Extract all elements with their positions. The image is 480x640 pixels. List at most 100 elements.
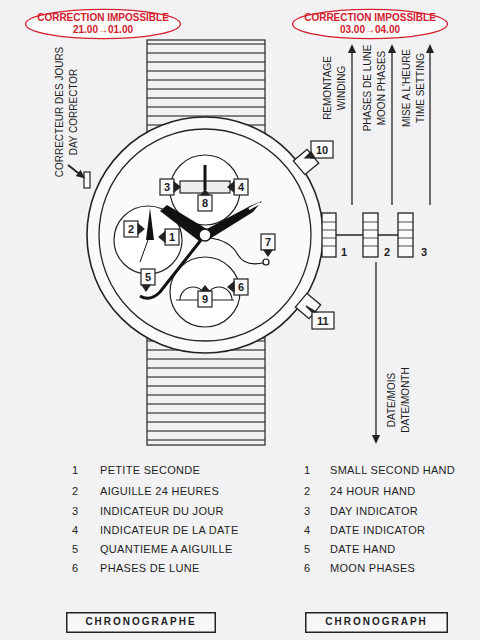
legend-text: DAY INDICATOR — [330, 505, 418, 518]
function-arrows — [68, 165, 82, 176]
function-label: WINDING — [336, 66, 348, 110]
callout-boxes — [201, 286, 209, 291]
legend-number: 3 — [304, 505, 310, 518]
watch-hands — [140, 240, 201, 298]
callout-boxes — [312, 312, 334, 329]
callout-number: 2 — [128, 223, 134, 236]
watch-hands — [146, 208, 154, 240]
title-text: CHRONOGRAPHE — [66, 612, 216, 631]
function-arrows — [391, 48, 392, 205]
legend-text: QUANTIEME A AIGUILLE — [100, 543, 233, 556]
callout-number: 3 — [164, 181, 170, 194]
legend-text: MOON PHASES — [330, 562, 415, 575]
crown-position: 2 — [384, 246, 390, 259]
watch-hands — [209, 238, 266, 264]
warning-text: 21.00→01.00 — [24, 24, 182, 36]
legend-number: 2 — [72, 485, 78, 498]
callout-boxes — [234, 279, 248, 295]
legend-text: PETITE SECONDE — [100, 464, 200, 477]
legend-number: 6 — [72, 562, 78, 575]
watch-case — [99, 129, 311, 341]
box-outline — [306, 613, 448, 633]
legend-text: INDICATEUR DE LA DATE — [100, 524, 239, 537]
watch-case — [87, 117, 323, 353]
callout-number: 1 — [169, 231, 175, 244]
callout-boxes — [198, 195, 212, 211]
title-box: CHRONOGRAPHE — [66, 612, 216, 633]
legend-text: SMALL SECOND HAND — [330, 464, 455, 477]
callout-number: 5 — [145, 271, 151, 284]
pushers — [293, 149, 320, 318]
callout-boxes — [142, 285, 150, 291]
callout-number: 10 — [316, 144, 328, 157]
callout-boxes — [264, 250, 272, 256]
function-label: CORRECTEUR DES JOURS — [54, 47, 66, 178]
crown-position: 3 — [421, 246, 427, 259]
crowns — [322, 213, 336, 257]
callout-boxes — [141, 269, 155, 285]
legend-number: 6 — [304, 562, 310, 575]
legend-number: 5 — [304, 543, 310, 556]
callout-number: 7 — [265, 236, 271, 249]
warning-text: CORRECTION IMPOSSIBLE — [24, 12, 182, 24]
crowns — [322, 222, 413, 246]
callout-boxes — [198, 291, 212, 307]
function-arrows — [429, 48, 430, 205]
legend-number: 1 — [304, 464, 310, 477]
callout-number: 8 — [202, 197, 208, 210]
legend-text: 24 HOUR HAND — [330, 485, 416, 498]
legend-number: 4 — [304, 524, 310, 537]
callout-boxes — [261, 234, 275, 250]
legend-text: DATE INDICATOR — [330, 524, 425, 537]
function-label: DAY CORRECTOR — [68, 69, 80, 156]
callout-number: 9 — [202, 293, 208, 306]
legend-number: 2 — [304, 485, 310, 498]
watch-hands — [263, 259, 269, 265]
function-arrows — [375, 262, 376, 440]
function-label: PHASES DE LUNE — [362, 45, 374, 132]
crowns — [363, 213, 378, 257]
watch-case — [84, 117, 323, 353]
callout-boxes — [159, 232, 165, 242]
callout-number: 4 — [238, 181, 244, 194]
callout-boxes — [124, 221, 138, 237]
warning-text: CORRECTION IMPOSSIBLE — [291, 12, 449, 24]
title-box: CHRONOGRAPH — [305, 612, 448, 633]
callout-boxes — [228, 282, 234, 292]
callout-boxes — [174, 182, 180, 192]
box-outline — [67, 613, 216, 633]
function-label: DATE/MOIS — [386, 373, 398, 427]
callout-boxes — [311, 141, 333, 158]
callout-boxes — [138, 224, 144, 234]
function-arrows — [68, 48, 430, 440]
legend-number: 3 — [72, 505, 78, 518]
crowns — [398, 213, 413, 257]
legend-text: PHASES DE LUNE — [100, 562, 200, 575]
callout-boxes — [305, 152, 315, 158]
callout-boxes — [234, 179, 248, 195]
function-label: MISE A L'HEURE — [401, 49, 413, 127]
watch-case — [84, 172, 90, 188]
function-label: MOON PHASES — [376, 51, 388, 125]
callout-boxes — [201, 190, 209, 195]
function-label: REMONTAGE — [322, 56, 334, 120]
legend-number: 1 — [72, 464, 78, 477]
callout-boxes — [160, 179, 174, 195]
warning-ellipse: CORRECTION IMPOSSIBLE21.00→01.00 — [24, 8, 182, 40]
callout-boxes — [124, 141, 334, 329]
callout-number: 11 — [317, 315, 329, 328]
watch-strap — [147, 338, 265, 445]
watch-hands — [140, 240, 148, 262]
crowns — [322, 213, 413, 257]
warning-ellipse: CORRECTION IMPOSSIBLE03.00→04.00 — [291, 8, 449, 40]
callout-boxes — [165, 229, 179, 245]
watch-hands — [199, 229, 211, 241]
function-label: DATE/MONTH — [400, 367, 412, 432]
function-arrows — [351, 48, 352, 205]
watch-hands — [249, 203, 260, 209]
function-label: TIME SETTING — [415, 53, 427, 123]
callout-number: 6 — [238, 281, 244, 294]
warning-text: 03.00→04.00 — [291, 24, 449, 36]
callout-boxes — [228, 182, 234, 192]
